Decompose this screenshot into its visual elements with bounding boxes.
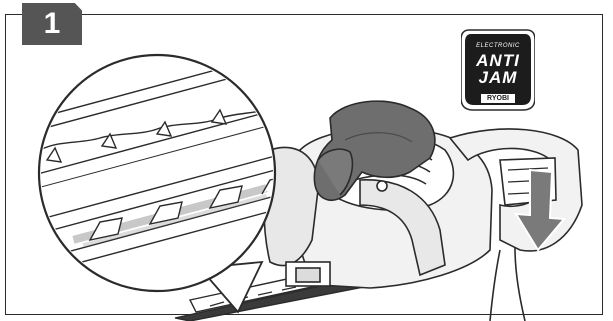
logo-line-electronic: ELECTRONIC [461,43,535,49]
logo-brand-ryobi: RYOBI [461,94,535,103]
magnifier-callout-icon [30,50,290,312]
step-number-badge: 1 [22,3,82,45]
anti-jam-logo: ELECTRONIC ANTI JAM RYOBI [461,28,535,114]
logo-line-jam: JAM [461,68,535,88]
